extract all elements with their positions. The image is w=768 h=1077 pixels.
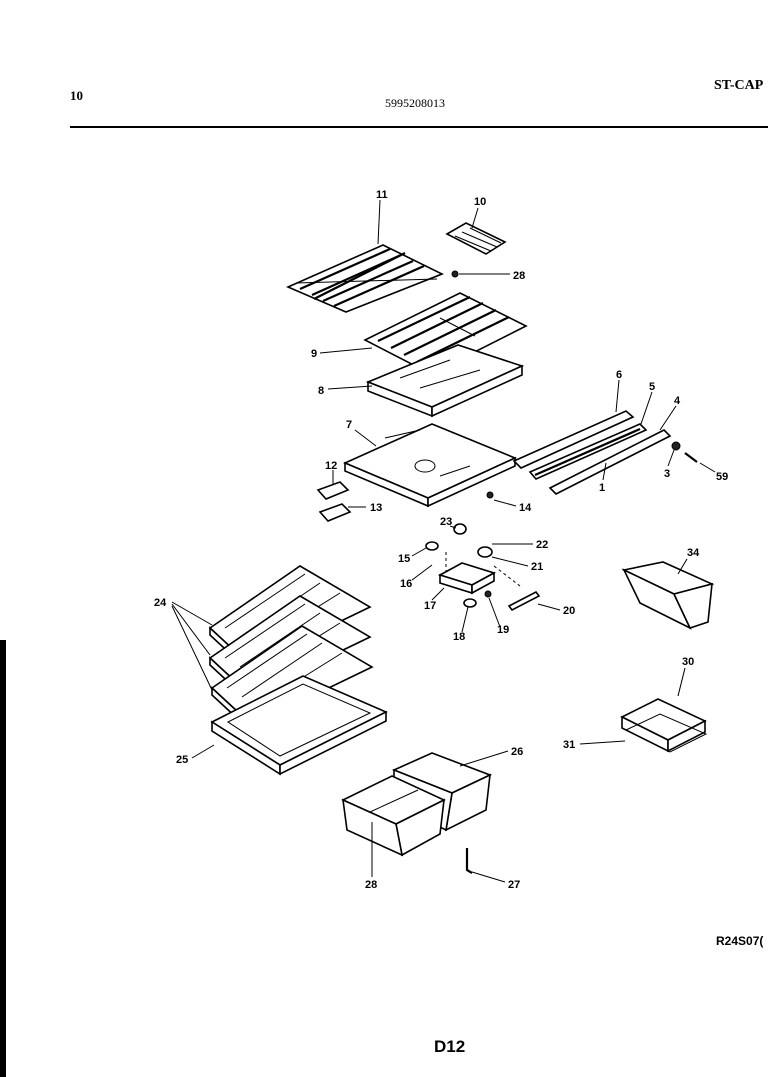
callout-30: 30: [682, 656, 694, 668]
callout-22: 22: [536, 539, 548, 551]
callout-26: 26: [511, 746, 523, 758]
callout-3: 3: [664, 468, 670, 480]
leader-lines: [171, 199, 716, 883]
part-20-bar: [507, 590, 541, 612]
part-code: 5995208013: [385, 96, 445, 110]
callout-6: 6: [616, 369, 622, 381]
callout-20: 20: [563, 605, 575, 617]
callout-17: 17: [424, 600, 436, 612]
callout-28-top: 28: [513, 270, 525, 282]
callout-21: 21: [531, 561, 543, 573]
callout-19: 19: [497, 624, 509, 636]
part-21-22-fitting: [477, 546, 493, 558]
callout-23: 23: [440, 516, 452, 528]
callout-24: 24: [154, 597, 167, 609]
part-19-screw: [484, 590, 492, 598]
callout-9: 9: [311, 348, 317, 360]
part-28-screw: [451, 270, 459, 278]
part-11-wire-shelf: [286, 244, 444, 313]
part-23-knob: [453, 523, 467, 535]
callout-15: 15: [398, 553, 410, 565]
page-label: D12: [434, 1037, 466, 1056]
part-8-tray: [365, 344, 525, 418]
part-17-damper-housing: [437, 562, 497, 595]
part-10-vent-grille: [445, 222, 507, 255]
model-label: ST-CAP: [714, 78, 764, 93]
callout-10: 10: [474, 196, 486, 208]
left-edge-mark: [0, 640, 6, 1077]
part-25-shelf-frame: [210, 675, 388, 776]
part-12-13-brackets: [316, 481, 352, 522]
part-18-washer: [463, 598, 477, 608]
callout-59: 59: [716, 471, 728, 483]
callout-31: 31: [563, 739, 575, 751]
part-6-rail: [512, 410, 635, 469]
callout-13: 13: [370, 502, 382, 514]
callout-7: 7: [346, 419, 352, 431]
callout-5: 5: [649, 381, 655, 393]
part-7-cover-plate: [342, 423, 518, 508]
header-rule: [70, 126, 768, 128]
callout-16: 16: [400, 578, 412, 590]
part-5-rail: [528, 423, 648, 480]
figure-code: R24S07(: [716, 934, 764, 948]
part-3-bushing: [671, 441, 681, 451]
callout-25: 25: [176, 754, 188, 766]
part-27-pin: [465, 848, 473, 874]
callout-1: 1: [599, 482, 605, 494]
callout-27: 27: [508, 879, 520, 891]
part-30-31-butter-box: [620, 698, 708, 753]
part-59-screw: [684, 452, 698, 463]
part-34-door-bin: [621, 561, 715, 630]
callout-18: 18: [453, 631, 465, 643]
callout-34: 34: [687, 547, 700, 559]
part-15-16-cap: [425, 541, 439, 551]
part-4-1-rail: [548, 429, 672, 495]
callout-12: 12: [325, 460, 337, 472]
part-9-ribbed-shelf: [363, 292, 528, 375]
page-number: 10: [70, 88, 83, 103]
callout-14: 14: [519, 502, 532, 514]
part-28-crisper: [341, 775, 446, 857]
callout-28-bottom: 28: [365, 879, 377, 891]
callout-4: 4: [674, 395, 681, 407]
part-14-clip: [486, 491, 494, 499]
callout-8: 8: [318, 385, 324, 397]
callout-11: 11: [376, 189, 388, 201]
